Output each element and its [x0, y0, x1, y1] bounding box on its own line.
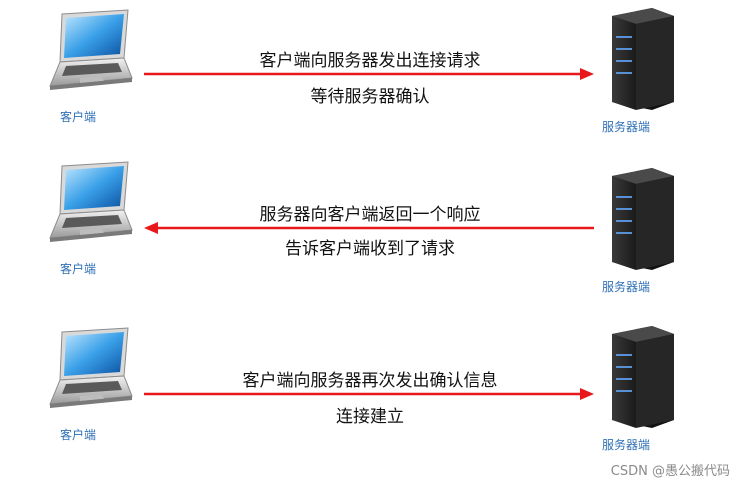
client-laptop: 客户端: [36, 158, 136, 283]
response-arrow: [142, 218, 596, 238]
step-2-line-2: 告诉客户端收到了请求: [285, 239, 455, 259]
client-label: 客户端: [60, 262, 97, 276]
laptop-icon: [49, 9, 133, 90]
step-1: 客户端 客户端向服务器发出连接请求 等待服务器确认 服务器端: [0, 0, 738, 150]
request-arrow: [142, 64, 596, 84]
laptop-icon: [49, 161, 133, 242]
client-laptop: 客户端: [36, 6, 136, 131]
server-label: 服务器端: [602, 280, 651, 294]
step-1-line-1: 客户端向服务器发出连接请求: [259, 51, 481, 71]
step-3: 客户端 客户端向服务器再次发出确认信息 连接建立 服务器端: [0, 318, 738, 468]
step-3-line-2: 连接建立: [336, 407, 404, 427]
server-tower: 服务器端: [602, 320, 682, 452]
step-3-line-1: 客户端向服务器再次发出确认信息: [242, 371, 498, 391]
server-icon: [612, 168, 674, 270]
server-icon: [612, 8, 674, 110]
client-laptop: 客户端: [36, 324, 136, 449]
step-2: 客户端 服务器向客户端返回一个响应 告诉客户端收到了请求 服务器端: [0, 152, 738, 302]
server-tower: 服务器端: [602, 162, 682, 294]
confirm-arrow: [142, 384, 596, 404]
watermark: CSDN @愚公搬代码: [610, 464, 730, 479]
step-2-line-1: 服务器向客户端返回一个响应: [259, 205, 481, 225]
laptop-icon: [49, 327, 133, 408]
client-label: 客户端: [60, 428, 97, 442]
server-icon: [612, 326, 674, 428]
client-label: 客户端: [60, 110, 97, 124]
server-label: 服务器端: [602, 438, 651, 452]
step-1-line-2: 等待服务器确认: [310, 87, 430, 107]
server-tower: 服务器端: [602, 2, 682, 134]
server-label: 服务器端: [602, 120, 651, 134]
